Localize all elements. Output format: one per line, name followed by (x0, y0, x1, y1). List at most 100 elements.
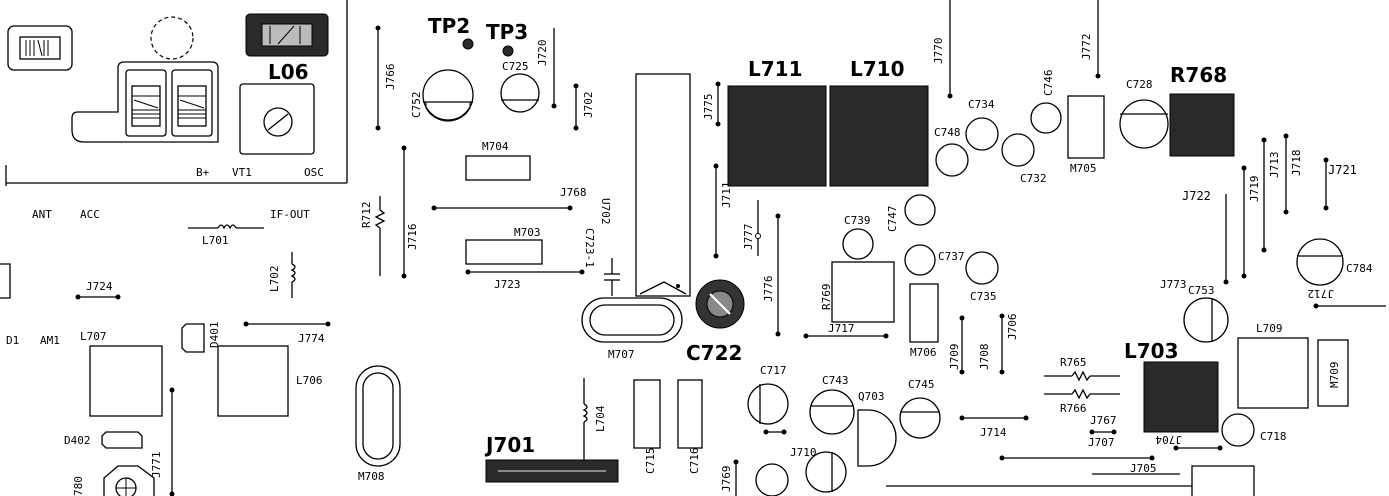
label-j767: J767 (1090, 414, 1117, 427)
label-tp3: TP3 (486, 20, 528, 44)
label-780: 780 (72, 476, 85, 496)
l702-coil (290, 252, 296, 298)
jumper-j769 (733, 459, 739, 496)
label-c734: C734 (968, 98, 995, 111)
label-j771: J771 (150, 452, 163, 479)
l701-coil (188, 224, 264, 230)
d402-diode (101, 431, 143, 449)
edge-connector (0, 263, 11, 299)
label-ant: ANT (32, 208, 52, 221)
label-d402: D402 (64, 434, 91, 447)
label-c725: C725 (502, 60, 529, 73)
jumper-j724 (75, 294, 121, 300)
slide-switch-left (7, 25, 73, 71)
label-l707: L707 (80, 330, 107, 343)
label-j721: J721 (1328, 163, 1357, 177)
label-j709: J709 (948, 344, 961, 371)
label-d401: D401 (208, 322, 221, 349)
label-c723: C723-1 (583, 228, 596, 268)
l704-coil (582, 378, 588, 464)
m703-box (465, 239, 543, 265)
label-j769: J769 (720, 466, 733, 493)
label-c735: C735 (970, 290, 997, 303)
c748-capacitor (935, 143, 969, 177)
label-j774: J774 (298, 332, 325, 345)
label-j701: J701 (484, 433, 535, 457)
c743-capacitor (809, 389, 855, 435)
jumper-j717 (803, 333, 889, 339)
label-j712: J712 (1308, 287, 1335, 300)
label-c743: C743 (822, 374, 849, 387)
label-j706: J706 (1006, 314, 1019, 341)
label-c784: C784 (1346, 262, 1373, 275)
jumper-j702 (573, 83, 579, 131)
label-r766: R766 (1060, 402, 1087, 415)
c737-capacitor (904, 244, 936, 276)
jumper-j713 (1261, 137, 1267, 253)
label-j768: J768 (560, 186, 587, 199)
jumper-j719 (1241, 165, 1247, 279)
c716-box (677, 379, 703, 449)
l706-box (217, 345, 289, 417)
label-m705: M705 (1070, 162, 1097, 175)
l710-coil (829, 85, 929, 187)
label-d1: D1 (6, 334, 19, 347)
q703-transistor (857, 409, 897, 467)
label-j723: J723 (494, 278, 521, 291)
label-j724: J724 (86, 280, 113, 293)
m706-box (909, 283, 939, 343)
label-c746: C746 (1042, 70, 1055, 97)
c752-capacitor (422, 69, 474, 122)
label-j704: J704 (1155, 433, 1182, 446)
label-l703: L703 (1124, 339, 1179, 363)
label-q703: Q703 (858, 390, 885, 403)
label-j772: J772 (1080, 34, 1093, 61)
u702-ic (635, 73, 691, 297)
r769-box (831, 261, 895, 323)
label-r765: R765 (1060, 356, 1087, 369)
label-c739: C739 (844, 214, 871, 227)
l707-box (89, 345, 163, 417)
label-l701: L701 (202, 234, 229, 247)
label-c745: C745 (908, 378, 935, 391)
c725-capacitor (500, 73, 540, 113)
label-j710: J710 (790, 446, 817, 459)
m704-box (465, 155, 531, 181)
jumper-j774 (243, 321, 331, 327)
jumper-j723 (465, 269, 585, 275)
label-j770: J770 (932, 38, 945, 65)
l703-coil (1143, 361, 1219, 433)
r768-block (1169, 93, 1235, 157)
jumper-j766 (375, 25, 381, 131)
label-tp2: TP2 (428, 14, 470, 38)
label-vt1: VT1 (232, 166, 252, 179)
label-j775: J775 (702, 94, 715, 121)
l06-coil (245, 13, 329, 57)
vt1-trimmer (239, 83, 315, 155)
jumper-j770 (947, 0, 953, 99)
label-j707: J707 (1088, 436, 1115, 449)
label-j705: J705 (1130, 462, 1157, 475)
label-j773: J773 (1160, 278, 1187, 291)
c735-capacitor (965, 251, 999, 285)
label-r768: R768 (1170, 63, 1227, 87)
c784-capacitor (1296, 238, 1344, 286)
jumper-j712 (1313, 303, 1386, 309)
r712-resistor (374, 196, 386, 276)
label-c737: C737 (938, 250, 965, 263)
label-if-out: IF-OUT (270, 208, 310, 221)
label-l704: L704 (594, 405, 607, 432)
r766-resistor (1044, 388, 1120, 400)
jumper-j722 (1223, 194, 1229, 285)
label-c732: C732 (1020, 172, 1047, 185)
label-c753: C753 (1188, 284, 1215, 297)
jumper-j706 (999, 313, 1005, 375)
label-j776: J776 (762, 276, 775, 303)
label-j719: J719 (1248, 176, 1261, 203)
m705-box (1067, 95, 1105, 159)
label-u702: U702 (599, 198, 612, 225)
module-outline (5, 0, 348, 186)
label-acc: ACC (80, 208, 100, 221)
jumper-j768 (431, 205, 573, 211)
